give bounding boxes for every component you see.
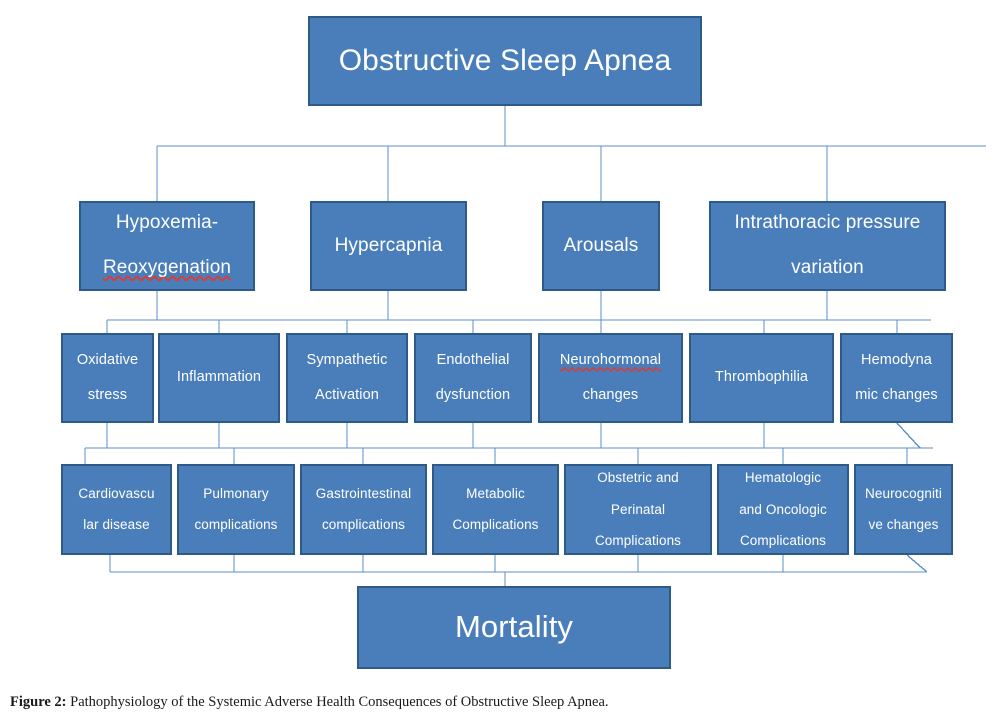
- node-label-line2: variation: [791, 257, 864, 279]
- node-label-line2: Perinatal: [610, 501, 666, 517]
- node-label-line1: Neurocogniti: [865, 485, 942, 501]
- node-label: Gastrointestinal complications: [308, 486, 419, 534]
- node-label-line1: Oxidative: [76, 352, 139, 369]
- node-label: Pulmonary complications: [186, 486, 285, 534]
- node-label-line1: Metabolic: [466, 485, 525, 501]
- node-label: Hypercapnia: [334, 234, 443, 256]
- node-cardiovascular-disease[interactable]: Cardiovascu lar disease: [61, 464, 172, 555]
- node-label: Inflammation: [176, 369, 262, 386]
- node-label-line3: Complications: [739, 533, 827, 549]
- node-label-line1: Endothelial: [436, 352, 510, 369]
- node-label-line2: Activation: [315, 386, 379, 403]
- node-label: Oxidative stress: [69, 352, 146, 403]
- node-label-line2: dysfunction: [435, 386, 511, 403]
- node-mortality[interactable]: Mortality: [357, 586, 671, 669]
- figure-caption-label: Figure 2:: [10, 694, 67, 710]
- node-label-line2: complications: [321, 517, 406, 533]
- node-label-line1: Hypoxemia-: [115, 212, 219, 234]
- node-thrombophilia[interactable]: Thrombophilia: [689, 333, 834, 423]
- node-label-line1: Pulmonary: [203, 485, 269, 501]
- node-intrathoracic-pressure-variation[interactable]: Intrathoracic pressure variation: [709, 201, 946, 291]
- node-label-line2: changes: [582, 386, 639, 403]
- node-label: Arousals: [563, 234, 639, 256]
- node-label-line1: Neurohormonal: [559, 352, 662, 369]
- node-endothelial-dysfunction[interactable]: Endothelial dysfunction: [414, 333, 532, 423]
- node-hypoxemia-reoxygenation[interactable]: Hypoxemia- Reoxygenation: [79, 201, 255, 291]
- node-label: Neurohormonal changes: [552, 352, 669, 403]
- node-label: Sympathetic Activation: [299, 352, 396, 403]
- node-label-line1: Hemodyna: [861, 352, 932, 369]
- node-metabolic-complications[interactable]: Metabolic Complications: [432, 464, 559, 555]
- node-label: Cardiovascu lar disease: [70, 486, 162, 534]
- node-hemodynamic-changes[interactable]: Hemodyna mic changes: [840, 333, 953, 423]
- node-label-line2: Reoxygenation: [102, 257, 232, 279]
- node-label-line1: Intrathoracic pressure: [734, 212, 921, 234]
- node-label: Hematologic and Oncologic Complications: [731, 470, 835, 550]
- node-label: Hemodyna mic changes: [847, 352, 946, 403]
- node-label-line1: Obstetric and: [597, 469, 679, 485]
- node-label-line2: stress: [87, 386, 128, 403]
- node-inflammation[interactable]: Inflammation: [158, 333, 280, 423]
- node-label: Mortality: [454, 609, 574, 645]
- node-neurohormonal-changes[interactable]: Neurohormonal changes: [538, 333, 683, 423]
- node-obstetric-and-perinatal-complications[interactable]: Obstetric and Perinatal Complications: [564, 464, 712, 555]
- node-label: Obstructive Sleep Apnea: [338, 44, 672, 78]
- node-label: Endothelial dysfunction: [428, 352, 518, 403]
- node-label-line2: and Oncologic: [739, 501, 827, 517]
- node-gastrointestinal-complications[interactable]: Gastrointestinal complications: [300, 464, 427, 555]
- node-pulmonary-complications[interactable]: Pulmonary complications: [177, 464, 295, 555]
- node-arousals[interactable]: Arousals: [542, 201, 660, 291]
- node-label-line1: Cardiovascu: [78, 485, 155, 501]
- figure-caption-text: Pathophysiology of the Systemic Adverse …: [66, 694, 609, 710]
- node-label-line1: Hematologic: [744, 469, 822, 485]
- node-obstructive-sleep-apnea[interactable]: Obstructive Sleep Apnea: [308, 16, 702, 106]
- node-oxidative-stress[interactable]: Oxidative stress: [61, 333, 154, 423]
- figure-caption: Figure 2: Pathophysiology of the Systemi…: [10, 694, 990, 711]
- node-neurocognitive-changes[interactable]: Neurocogniti ve changes: [854, 464, 953, 555]
- node-hypercapnia[interactable]: Hypercapnia: [310, 201, 467, 291]
- node-label: Neurocogniti ve changes: [857, 486, 950, 534]
- node-label: Obstetric and Perinatal Complications: [587, 470, 689, 550]
- node-label: Hypoxemia- Reoxygenation: [95, 212, 239, 279]
- node-label: Intrathoracic pressure variation: [727, 212, 929, 279]
- node-label-line2: ve changes: [868, 517, 939, 533]
- node-label: Metabolic Complications: [444, 486, 546, 534]
- node-label-line1: Gastrointestinal: [315, 485, 412, 501]
- node-label-line3: Complications: [594, 533, 682, 549]
- node-label-line2: mic changes: [855, 386, 938, 403]
- node-label-line2: Complications: [452, 517, 539, 533]
- node-label-line1: Sympathetic: [306, 352, 388, 369]
- node-label: Thrombophilia: [714, 369, 809, 386]
- connector-l3-down-6-diagonal: [906, 554, 928, 573]
- node-hematologic-and-oncologic-complications[interactable]: Hematologic and Oncologic Complications: [717, 464, 849, 555]
- node-label-line2: complications: [194, 517, 278, 533]
- node-label-line2: lar disease: [83, 517, 150, 533]
- connector-l2-down-6-diagonal: [896, 422, 921, 449]
- node-sympathetic-activation[interactable]: Sympathetic Activation: [286, 333, 408, 423]
